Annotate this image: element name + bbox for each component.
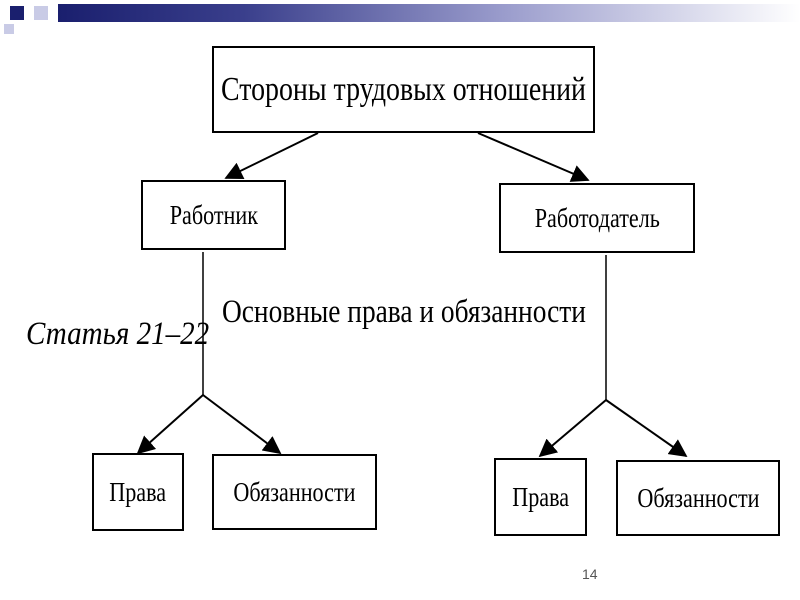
article-label-text: Статья 21–22 — [26, 316, 210, 352]
arrow-employee-to-rights — [136, 394, 204, 455]
banner-square-light — [34, 6, 48, 20]
article-label: Статья 21–22 — [26, 316, 209, 353]
banner-square-dark — [10, 6, 24, 20]
root-box: Стороны трудовых отношений — [212, 46, 595, 133]
employer-duties-box: Обязанности — [616, 460, 780, 536]
employee-rights-label: Права — [109, 476, 167, 507]
employer-label: Работодатель — [534, 202, 660, 233]
arrow-employer-to-rights — [538, 399, 607, 458]
arrow-employee-to-duties — [202, 394, 282, 455]
page-number: 14 — [582, 566, 598, 582]
employee-box: Работник — [141, 180, 286, 250]
employee-duties-box: Обязанности — [212, 454, 377, 530]
banner-gradient — [58, 4, 800, 22]
employer-duties-label: Обязанности — [636, 482, 760, 513]
arrow-employer-to-duties — [605, 399, 688, 458]
banner-square-light-2 — [4, 24, 14, 34]
employer-box: Работодатель — [499, 183, 695, 253]
employee-rights-box: Права — [92, 453, 184, 531]
middle-caption: Основные права и обязанности — [222, 294, 586, 331]
top-banner — [0, 0, 800, 34]
employee-label: Работник — [169, 199, 258, 230]
arrow-root-to-employer — [477, 132, 590, 182]
employer-rights-label: Права — [512, 481, 569, 512]
arrow-root-to-employee — [224, 132, 319, 179]
middle-caption-text: Основные права и обязанности — [222, 294, 586, 330]
page-number-text: 14 — [582, 566, 598, 582]
root-label: Стороны трудовых отношений — [221, 70, 586, 108]
employee-duties-label: Обязанности — [233, 476, 356, 507]
employer-rights-box: Права — [494, 458, 587, 536]
